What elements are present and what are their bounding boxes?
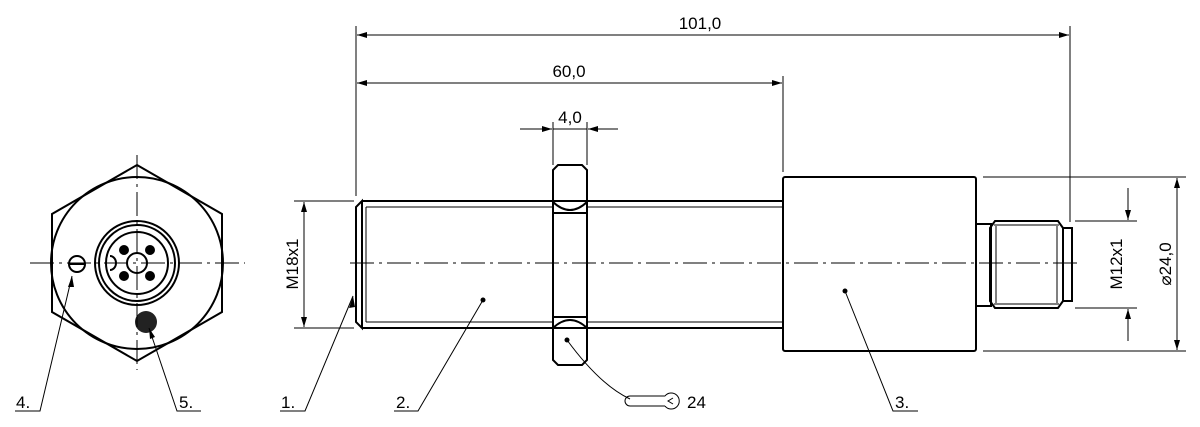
callout-leaders [15, 275, 918, 412]
callout-2: 2. [396, 393, 410, 412]
callout-5: 5. [179, 393, 193, 412]
dimension-lines [294, 26, 1186, 352]
housing [782, 176, 977, 352]
dim-housing-diameter: ⌀24,0 [1156, 242, 1175, 285]
hex-nut [552, 164, 588, 366]
dim-body-thread: M18x1 [283, 238, 302, 289]
dim-nut-width: 4,0 [558, 108, 582, 127]
dim-thread-length: 60,0 [552, 62, 585, 81]
screw-icon [68, 255, 86, 273]
side-view [350, 164, 1080, 366]
callout-1: 1. [281, 393, 295, 412]
led-indicator-icon [135, 311, 157, 333]
connector-pins [119, 245, 155, 281]
dim-overall-length: 101,0 [679, 14, 722, 33]
dim-connector-thread: M12x1 [1107, 238, 1126, 289]
connector-thread [989, 220, 1064, 309]
end-view [30, 155, 245, 370]
callout-3: 3. [895, 393, 909, 412]
wrench-size: 24 [687, 393, 706, 412]
callout-4: 4. [16, 393, 30, 412]
wrench-icon [624, 392, 680, 410]
